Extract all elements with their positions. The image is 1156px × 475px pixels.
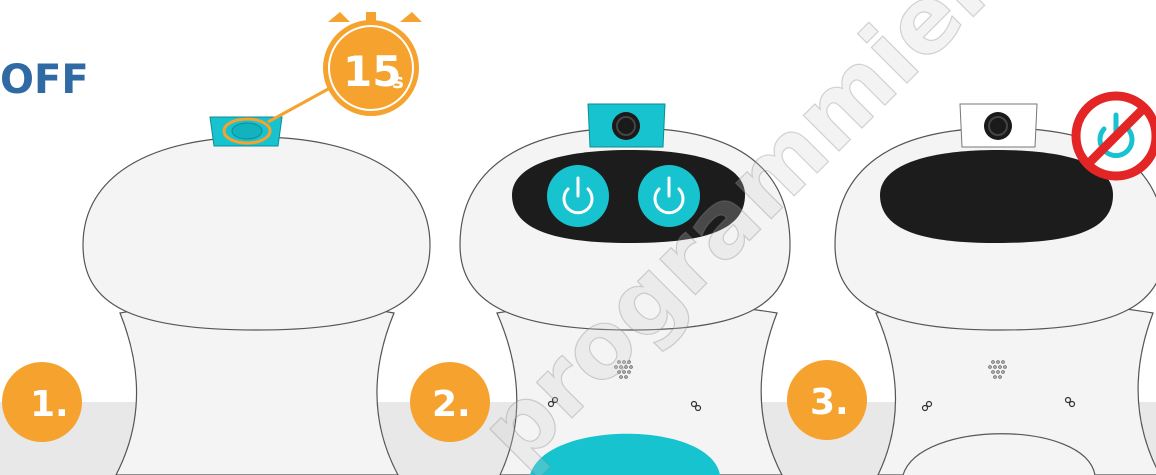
top-button-cap xyxy=(232,123,262,139)
step-3-number: 3. xyxy=(810,382,849,423)
page-title: OFF xyxy=(0,57,89,103)
timer-unit: s xyxy=(392,69,404,93)
step-1-number: 1. xyxy=(30,384,69,425)
prohibited-power-icon xyxy=(1076,96,1156,176)
callout-line xyxy=(268,88,330,122)
robot-head xyxy=(83,137,430,330)
face-screen xyxy=(880,150,1113,243)
